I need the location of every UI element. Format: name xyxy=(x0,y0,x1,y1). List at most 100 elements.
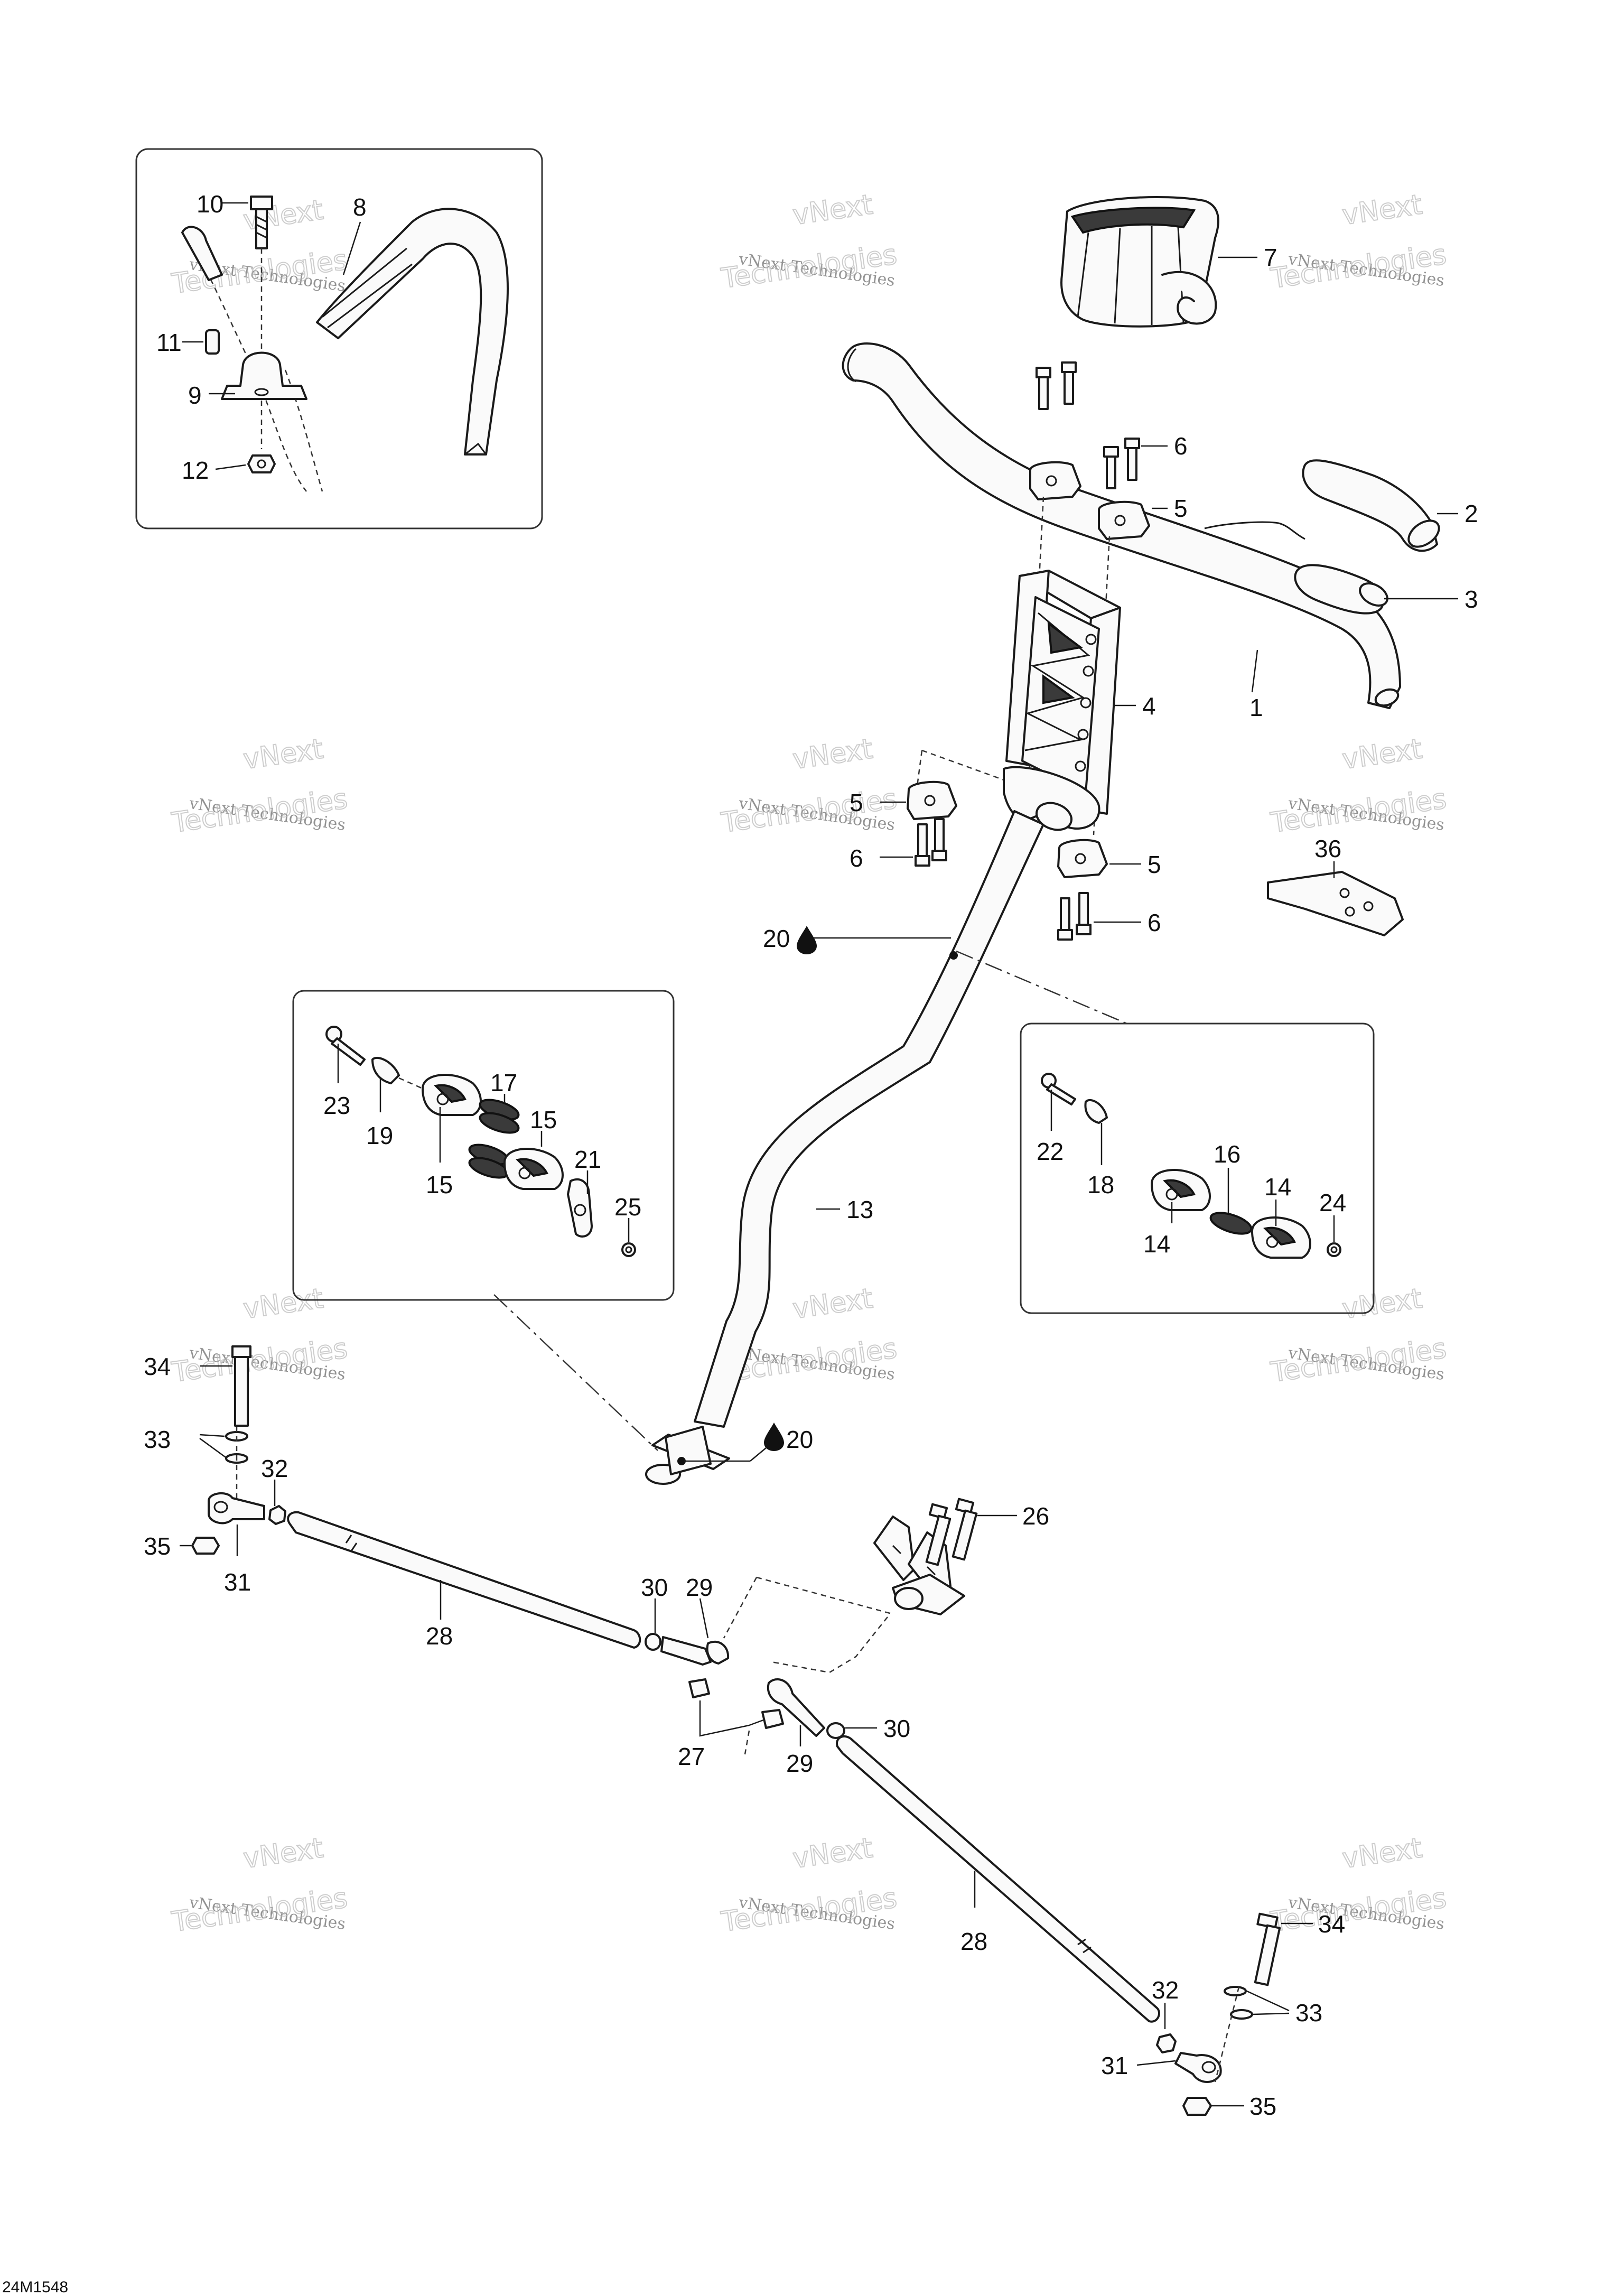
part-36-plate: 36 xyxy=(1267,835,1404,936)
callout-30-lower: 30 xyxy=(883,1715,910,1742)
callout-24: 24 xyxy=(1319,1189,1346,1216)
part-4-riser: 4 xyxy=(1005,570,1156,815)
callout-34-left: 34 xyxy=(144,1353,171,1380)
watermark-top: vNext xyxy=(791,1282,875,1325)
part-3-grip-sleeve: 3 xyxy=(1294,564,1478,615)
right-tie-rod-assembly: 32 31 35 33 34 28 xyxy=(836,1735,1345,2120)
callout-19: 19 xyxy=(366,1122,393,1149)
callout-1: 1 xyxy=(1249,694,1263,721)
callout-13: 13 xyxy=(846,1196,873,1223)
callout-31-right: 31 xyxy=(1101,2052,1128,2079)
callout-4: 4 xyxy=(1142,692,1156,720)
watermark-top: vNext xyxy=(791,733,875,776)
part-8-detail xyxy=(322,247,413,329)
leader-29-left xyxy=(699,1598,709,1639)
part-13-steering-column: 13 20 20 xyxy=(645,766,1100,1485)
part-10-thread xyxy=(256,216,267,239)
callout-28-left: 28 xyxy=(426,1622,453,1650)
watermark-top: vNext xyxy=(241,1282,325,1325)
callout-33-right: 33 xyxy=(1295,1999,1322,2027)
watermark: vNext vNext Technologies Technologies xyxy=(719,732,899,840)
callout-27: 27 xyxy=(678,1743,705,1770)
callout-5-lower-left: 5 xyxy=(850,789,863,816)
callout-31-left: 31 xyxy=(224,1568,251,1596)
callout-34-right: 34 xyxy=(1318,1910,1345,1938)
callout-32-left: 32 xyxy=(261,1455,288,1482)
callout-15-left: 15 xyxy=(426,1171,453,1198)
callout-16: 16 xyxy=(1214,1140,1240,1168)
part-7-handlebar-pad: 7 xyxy=(1060,196,1277,328)
leader-31-right xyxy=(1136,2060,1176,2066)
callout-35-right: 35 xyxy=(1249,2093,1276,2120)
part-9-hole xyxy=(254,388,269,396)
callout-17: 17 xyxy=(490,1069,517,1096)
detail-frame xyxy=(292,990,675,1301)
leader-33-right xyxy=(1246,1990,1290,2015)
callout-11: 11 xyxy=(156,329,182,356)
callout-10: 10 xyxy=(197,190,223,218)
left-tie-rod-assembly: 34 33 32 31 35 28 30 29 xyxy=(144,1345,730,1666)
diagram-code: 24M1548 xyxy=(2,2279,68,2296)
callout-12: 12 xyxy=(182,457,209,484)
watermark-top: vNext xyxy=(241,733,325,776)
callout-14-left: 14 xyxy=(1143,1230,1170,1258)
callout-5-lower-right: 5 xyxy=(1148,851,1161,878)
callout-7: 7 xyxy=(1264,244,1277,271)
watermark-top: vNext xyxy=(791,1832,875,1875)
callout-15-right: 15 xyxy=(530,1106,557,1133)
part-12-nut xyxy=(247,454,276,473)
callout-14-right: 14 xyxy=(1264,1173,1291,1201)
steering-arm-bracket: 26 27 29 30 xyxy=(678,1498,1049,1777)
callout-23: 23 xyxy=(323,1092,350,1119)
callout-6-top: 6 xyxy=(1174,432,1188,460)
part-2-grip: 2 xyxy=(1302,459,1478,552)
callout-33-left: 33 xyxy=(144,1426,171,1453)
watermark: vNext vNext Technologies Technologies xyxy=(1268,1832,1449,1939)
part-11-pin xyxy=(205,329,220,355)
part-10-bolt-shank xyxy=(255,208,268,249)
detail-box-column-bushing-right: 22 18 16 14 14 24 xyxy=(1020,1022,1375,1314)
part-10-bolt-head xyxy=(250,196,273,210)
watermark-top: vNext xyxy=(1340,1832,1424,1875)
detail-box-handlebar-clamp: 10 8 11 9 12 xyxy=(135,148,543,529)
watermark-top: vNext xyxy=(791,189,875,231)
watermark-top: vNext xyxy=(241,1832,325,1875)
leader-12 xyxy=(215,464,246,470)
detail-frame xyxy=(135,148,543,529)
watermark: vNext vNext Technologies Technologies xyxy=(169,1832,350,1939)
leader-33-left xyxy=(199,1434,228,1460)
callout-29-left: 29 xyxy=(686,1574,713,1601)
callout-18: 18 xyxy=(1087,1171,1114,1198)
watermark-top: vNext xyxy=(1340,733,1424,776)
callout-5-top: 5 xyxy=(1174,495,1188,522)
watermark: vNext vNext Technologies Technologies xyxy=(169,732,350,840)
callout-6-lower-right: 6 xyxy=(1148,909,1161,936)
callout-35-left: 35 xyxy=(144,1532,171,1560)
callout-22: 22 xyxy=(1037,1138,1064,1165)
part-8-grip-tube xyxy=(316,208,509,456)
guide-line xyxy=(493,1294,658,1451)
callout-21: 21 xyxy=(574,1146,601,1173)
watermark-top: vNext xyxy=(1340,1282,1424,1325)
callout-3: 3 xyxy=(1465,585,1478,613)
callout-20-bottom: 20 xyxy=(786,1426,813,1453)
callout-9: 9 xyxy=(188,382,202,409)
callout-32-right: 32 xyxy=(1152,1976,1179,2004)
callout-20-top: 20 xyxy=(763,925,790,952)
guide-line xyxy=(956,950,1131,1026)
callout-25: 25 xyxy=(614,1193,641,1221)
throttle-cable xyxy=(1204,521,1305,540)
callout-28-right: 28 xyxy=(960,1928,987,1955)
watermark: vNext vNext Technologies Technologies xyxy=(1268,732,1449,840)
bar-end-stub xyxy=(181,226,223,281)
part-8-end xyxy=(464,442,487,456)
detail-box-column-bushing-left: 23 19 17 15 15 21 25 xyxy=(292,990,675,1301)
leader-27 xyxy=(699,1700,764,1737)
callout-8: 8 xyxy=(353,193,367,221)
watermark: vNext vNext Technologies Technologies xyxy=(169,1282,350,1389)
callout-26: 26 xyxy=(1022,1502,1049,1530)
watermark: vNext vNext Technologies Technologies xyxy=(719,188,899,295)
watermark: vNext vNext Technologies Technologies xyxy=(1268,1282,1449,1389)
lower-clamp-assembly: 5 6 5 6 xyxy=(850,749,1161,941)
